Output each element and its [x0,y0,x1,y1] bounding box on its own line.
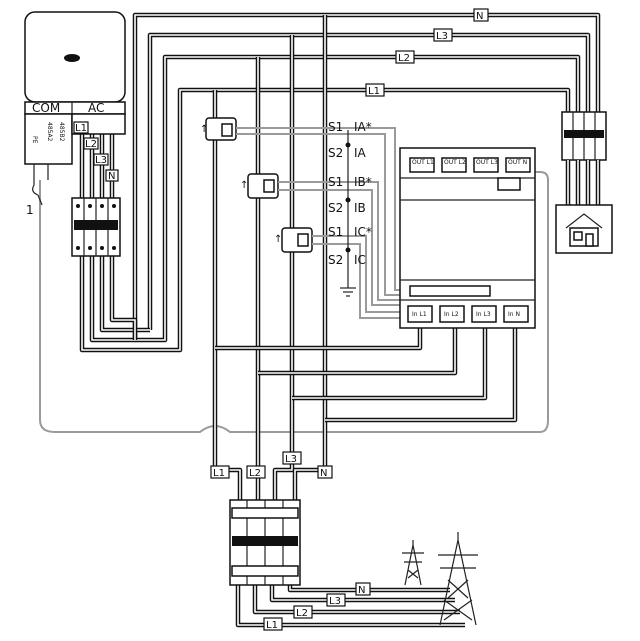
inverter: COM AC PE 485A2 485B2 [24,11,126,165]
ground-icon [340,282,356,297]
callout-number: 1 [26,203,34,217]
ct-terminals: S1 IA* S2 IA S1 IB* S2 IB S1 IC* S2 IC [328,120,372,297]
ct-s1-b: S1 [328,175,343,189]
ct-sensor-a: ↑ [200,117,237,141]
top-bus-wires [132,12,601,340]
top-tag-l1: L1 [368,86,380,97]
ct-ib: IB [354,201,366,215]
house-breaker [561,111,607,205]
meter-out-l2: OUT L2 [444,159,466,166]
grid-wires [235,585,465,628]
energy-meter: OUT L1 OUT L2 OUT L3 OUT N In L1 In L2 I… [399,147,536,329]
meter-out-l3: OUT L3 [476,159,498,166]
top-wire-tags: N L3 L2 L1 [365,8,489,97]
bottom-tag-l1: L1 [266,620,278,631]
com-pin-pe: PE [31,136,38,144]
ct-ia: IA [354,146,367,160]
ct-s1-c: S1 [328,225,343,239]
top-tag-l3: L3 [436,31,448,42]
meter-in-n: In N [508,311,520,318]
com-pin-485a2: 485A2 [46,122,53,142]
svg-text:↑: ↑ [274,234,282,245]
house-icon [555,204,613,254]
ct-sensor-b: ↑ [240,173,279,199]
ct-s1-a: S1 [328,120,343,134]
inverter-ac-n: N [108,171,115,182]
grid-tag-l3: L3 [285,454,297,465]
bottom-tag-l3: L3 [329,596,341,607]
inverter-ac-l1: L1 [75,123,87,134]
meter-in-l1: In L1 [412,311,427,318]
ct-ia-star: IA* [354,120,372,134]
bottom-tag-l2: L2 [296,608,308,619]
meter-input-wires [215,325,518,423]
ct-s2-c: S2 [328,253,343,267]
meter-out-n: OUT N [508,159,527,166]
ct-ib-star: IB* [354,175,372,189]
inverter-breaker [71,197,121,257]
bottom-wire-tags: N L3 L2 L1 [263,582,371,631]
bottom-tag-n: N [358,585,365,596]
svg-text:↑: ↑ [200,124,208,135]
com-label: COM [32,101,60,115]
meter-in-l3: In L3 [476,311,491,318]
inverter-ac-tags: L1 L2 L3 N [73,121,119,182]
meter-out-l1: OUT L1 [412,159,434,166]
ct-s2-a: S2 [328,146,343,160]
large-pylon-icon [438,532,478,626]
communication-cable [39,171,549,433]
ct-sensor-c: ↑ [274,227,313,253]
inverter-ac-l3: L3 [95,155,107,166]
grid-tag-l2: L2 [249,468,261,479]
grid-breaker [229,499,301,586]
svg-text:↑: ↑ [240,180,248,191]
top-tag-n: N [476,11,483,22]
callout: 1 [26,164,49,217]
ct-ic: IC [354,253,366,267]
ct-s2-b: S2 [328,201,343,215]
small-pylon-icon [402,540,424,586]
ac-label: AC [88,101,104,115]
inverter-ac-l2: L2 [85,139,97,150]
grid-tag-l1: L1 [213,468,225,479]
top-tag-l2: L2 [398,53,410,64]
grid-tag-n: N [320,468,327,479]
com-pin-485b2: 485B2 [58,122,65,142]
grid-wire-tags: L1 L2 L3 N [210,451,333,479]
ct-ic-star: IC* [354,225,372,239]
meter-in-l2: In L2 [444,311,459,318]
